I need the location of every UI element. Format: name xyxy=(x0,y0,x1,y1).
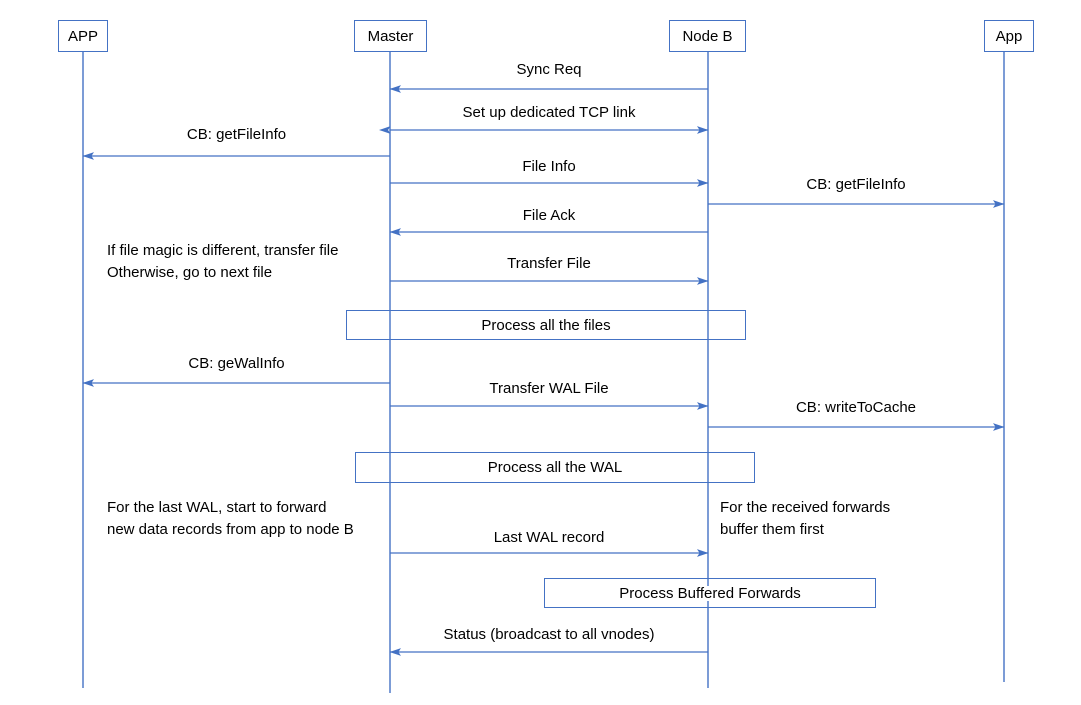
message-label-m12: Status (broadcast to all vnodes) xyxy=(443,626,655,643)
message-arrows xyxy=(82,85,1005,656)
message-label-m8: CB: geWalInfo xyxy=(188,355,285,372)
message-label-m1: Sync Req xyxy=(516,61,582,78)
process-frame-f1[interactable]: Process all the files xyxy=(346,310,746,340)
message-label-m4: File Info xyxy=(522,158,576,175)
note-n1: If file magic is different, transfer fil… xyxy=(107,242,339,281)
note-n2: For the last WAL, start to forward new d… xyxy=(107,499,354,538)
process-frame-label: Process all the WAL xyxy=(481,460,629,475)
message-label-m11: Last WAL record xyxy=(493,529,605,546)
lifeline-label: Node B xyxy=(682,27,733,45)
lifeline-header-app_left[interactable]: APP xyxy=(58,20,108,52)
message-label-m3: CB: getFileInfo xyxy=(186,126,287,143)
process-frame-f2[interactable]: Process all the WAL xyxy=(355,452,755,483)
message-label-m9: Transfer WAL File xyxy=(489,380,609,397)
process-frame-f3[interactable]: Process Buffered Forwards xyxy=(544,578,876,608)
message-label-m6: File Ack xyxy=(522,207,576,224)
process-frame-label: Process all the files xyxy=(475,317,617,333)
lifeline-header-master[interactable]: Master xyxy=(354,20,427,52)
message-label-m7: Transfer File xyxy=(507,255,591,272)
process-frame-label: Process Buffered Forwards xyxy=(613,585,807,601)
message-label-m10: CB: writeToCache xyxy=(795,399,917,416)
message-label-m5: CB: getFileInfo xyxy=(806,176,906,193)
lifeline-lines xyxy=(82,52,1005,693)
lifeline-header-node_b[interactable]: Node B xyxy=(669,20,746,52)
lifeline-label: Master xyxy=(367,27,414,45)
lifeline-label: APP xyxy=(67,27,98,45)
note-n3: For the received forwards buffer them fi… xyxy=(720,499,891,538)
message-label-m2: Set up dedicated TCP link xyxy=(462,104,636,121)
lifeline-header-app_right[interactable]: App xyxy=(984,20,1034,52)
lifeline-label: App xyxy=(995,27,1023,45)
